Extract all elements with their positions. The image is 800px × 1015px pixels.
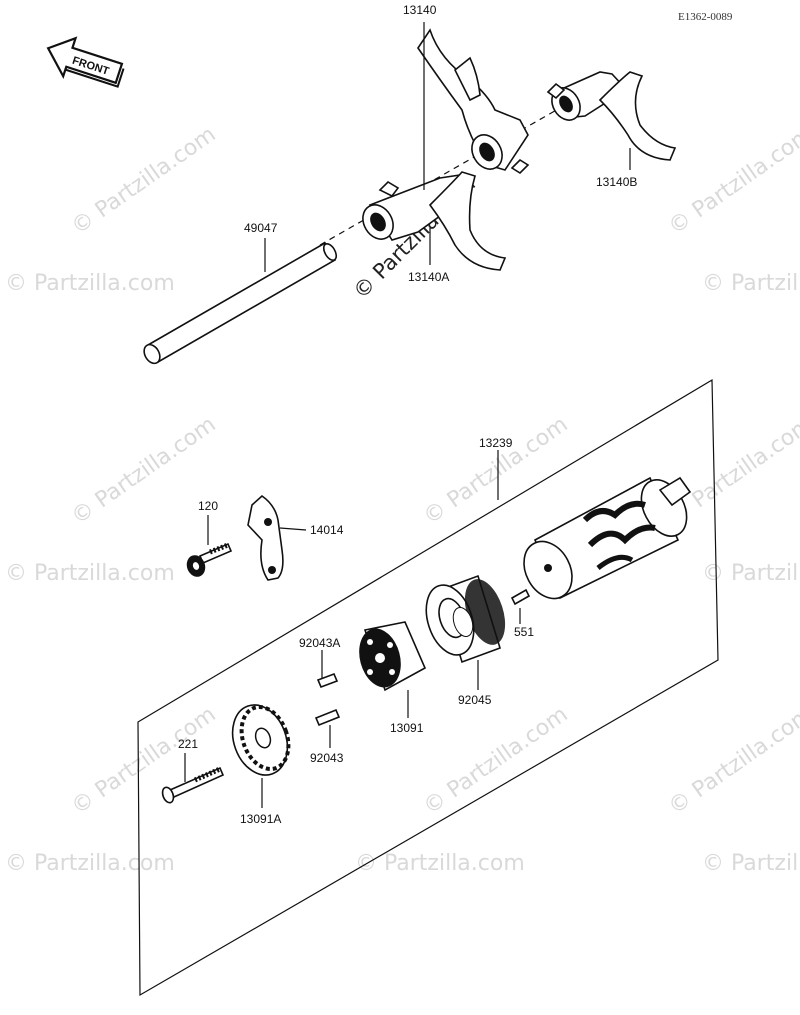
shift-fork-13140B — [546, 71, 677, 161]
label-92043A: 92043A — [299, 636, 340, 650]
ref-code: E1362-0089 — [678, 11, 733, 23]
watermark: © Partzilla.com — [664, 122, 800, 240]
label-120: 120 — [198, 499, 218, 513]
watermark: © Partzilla.com — [419, 702, 572, 820]
label-49047: 49047 — [244, 221, 278, 235]
shift-drum-cam-13091 — [359, 621, 427, 692]
leader-14014 — [279, 527, 307, 531]
watermark: © Partzilla.com — [702, 271, 800, 296]
assembly-frame — [137, 378, 719, 997]
watermark: © Partzilla.com — [5, 271, 175, 296]
bracket-14014 — [247, 494, 284, 581]
label-13140: 13140 — [403, 3, 437, 17]
label-92045: 92045 — [458, 693, 492, 707]
bolt-120 — [186, 542, 233, 577]
bearing-92045 — [425, 574, 506, 664]
label-13140B: 13140B — [596, 175, 637, 189]
label-13239: 13239 — [479, 436, 513, 450]
label-13140A: 13140A — [408, 270, 449, 284]
plate-13091A — [231, 704, 291, 776]
watermark: © Partzilla.com — [702, 851, 800, 876]
watermark: © Partzilla.com — [5, 561, 175, 586]
watermark: © Partzilla.com — [355, 851, 525, 876]
watermark: © Partzilla.com — [702, 561, 800, 586]
pin-92043 — [314, 708, 341, 727]
shift-rod — [143, 241, 338, 365]
front-arrow: FRONT — [46, 36, 125, 88]
label-551: 551 — [514, 625, 534, 639]
pin-92043A — [316, 672, 339, 689]
shift-fork-13140A — [362, 171, 507, 271]
watermark: © Partzilla.com — [67, 122, 220, 240]
label-13091A: 13091A — [240, 812, 281, 826]
watermark: © Partzilla.com — [67, 702, 220, 820]
label-221: 221 — [178, 737, 198, 751]
label-92043: 92043 — [310, 751, 344, 765]
watermark: © Partzilla.com — [5, 851, 175, 876]
shift-rod-axis — [319, 107, 561, 246]
label-14014: 14014 — [310, 523, 344, 537]
watermark: © Partzilla.com — [419, 412, 572, 530]
shift-drum — [523, 476, 692, 600]
label-13091: 13091 — [390, 721, 424, 735]
pin-551 — [510, 588, 531, 606]
screw-221 — [161, 766, 225, 804]
shift-fork-13140 — [417, 28, 530, 175]
watermark: © Partzilla.com — [664, 702, 800, 820]
